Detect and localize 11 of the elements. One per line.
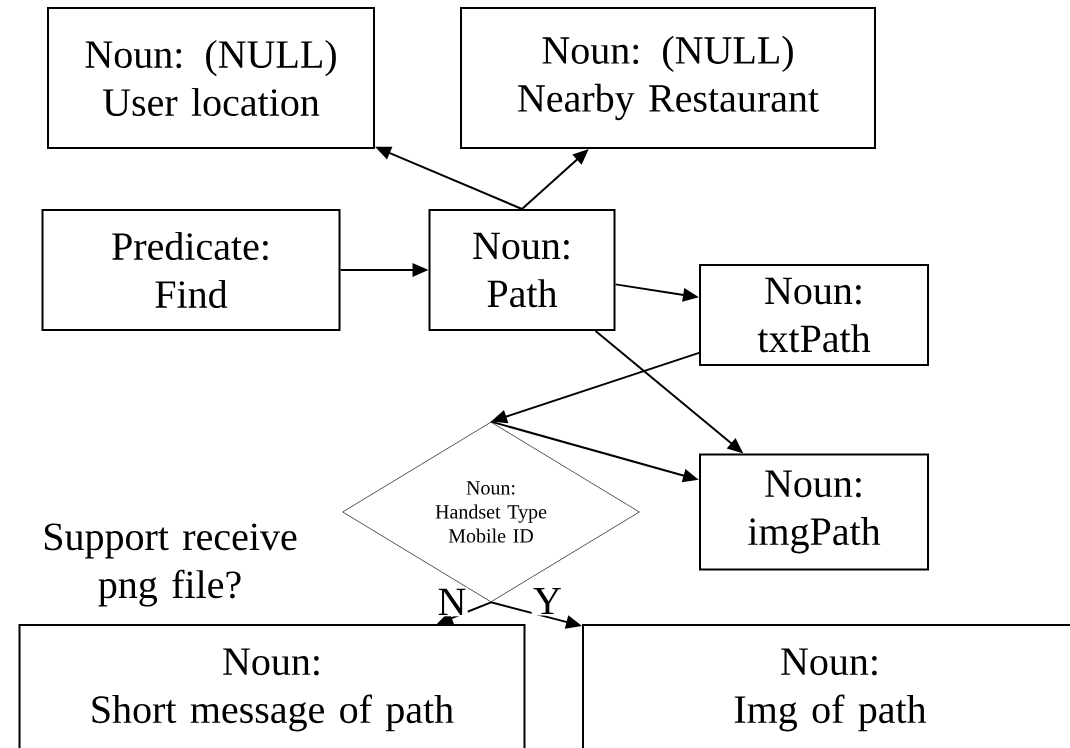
process-box: Noun: Img of path [582, 624, 1070, 748]
process-box: Noun: txtPath [699, 264, 929, 366]
process-box: Noun: Short message of path [18, 624, 526, 748]
edge-label: Y [531, 586, 564, 616]
process-box: Noun: imgPath [699, 453, 929, 571]
process-box: Noun: (NULL) Nearby Restaurant [460, 7, 876, 149]
process-box: Noun: Path [428, 209, 616, 331]
edge-label: N [436, 587, 468, 617]
process-box: Noun: (NULL) User location [47, 7, 375, 149]
note-text: Support receive png file? [44, 523, 297, 607]
process-box: Predicate: Find [41, 209, 341, 331]
